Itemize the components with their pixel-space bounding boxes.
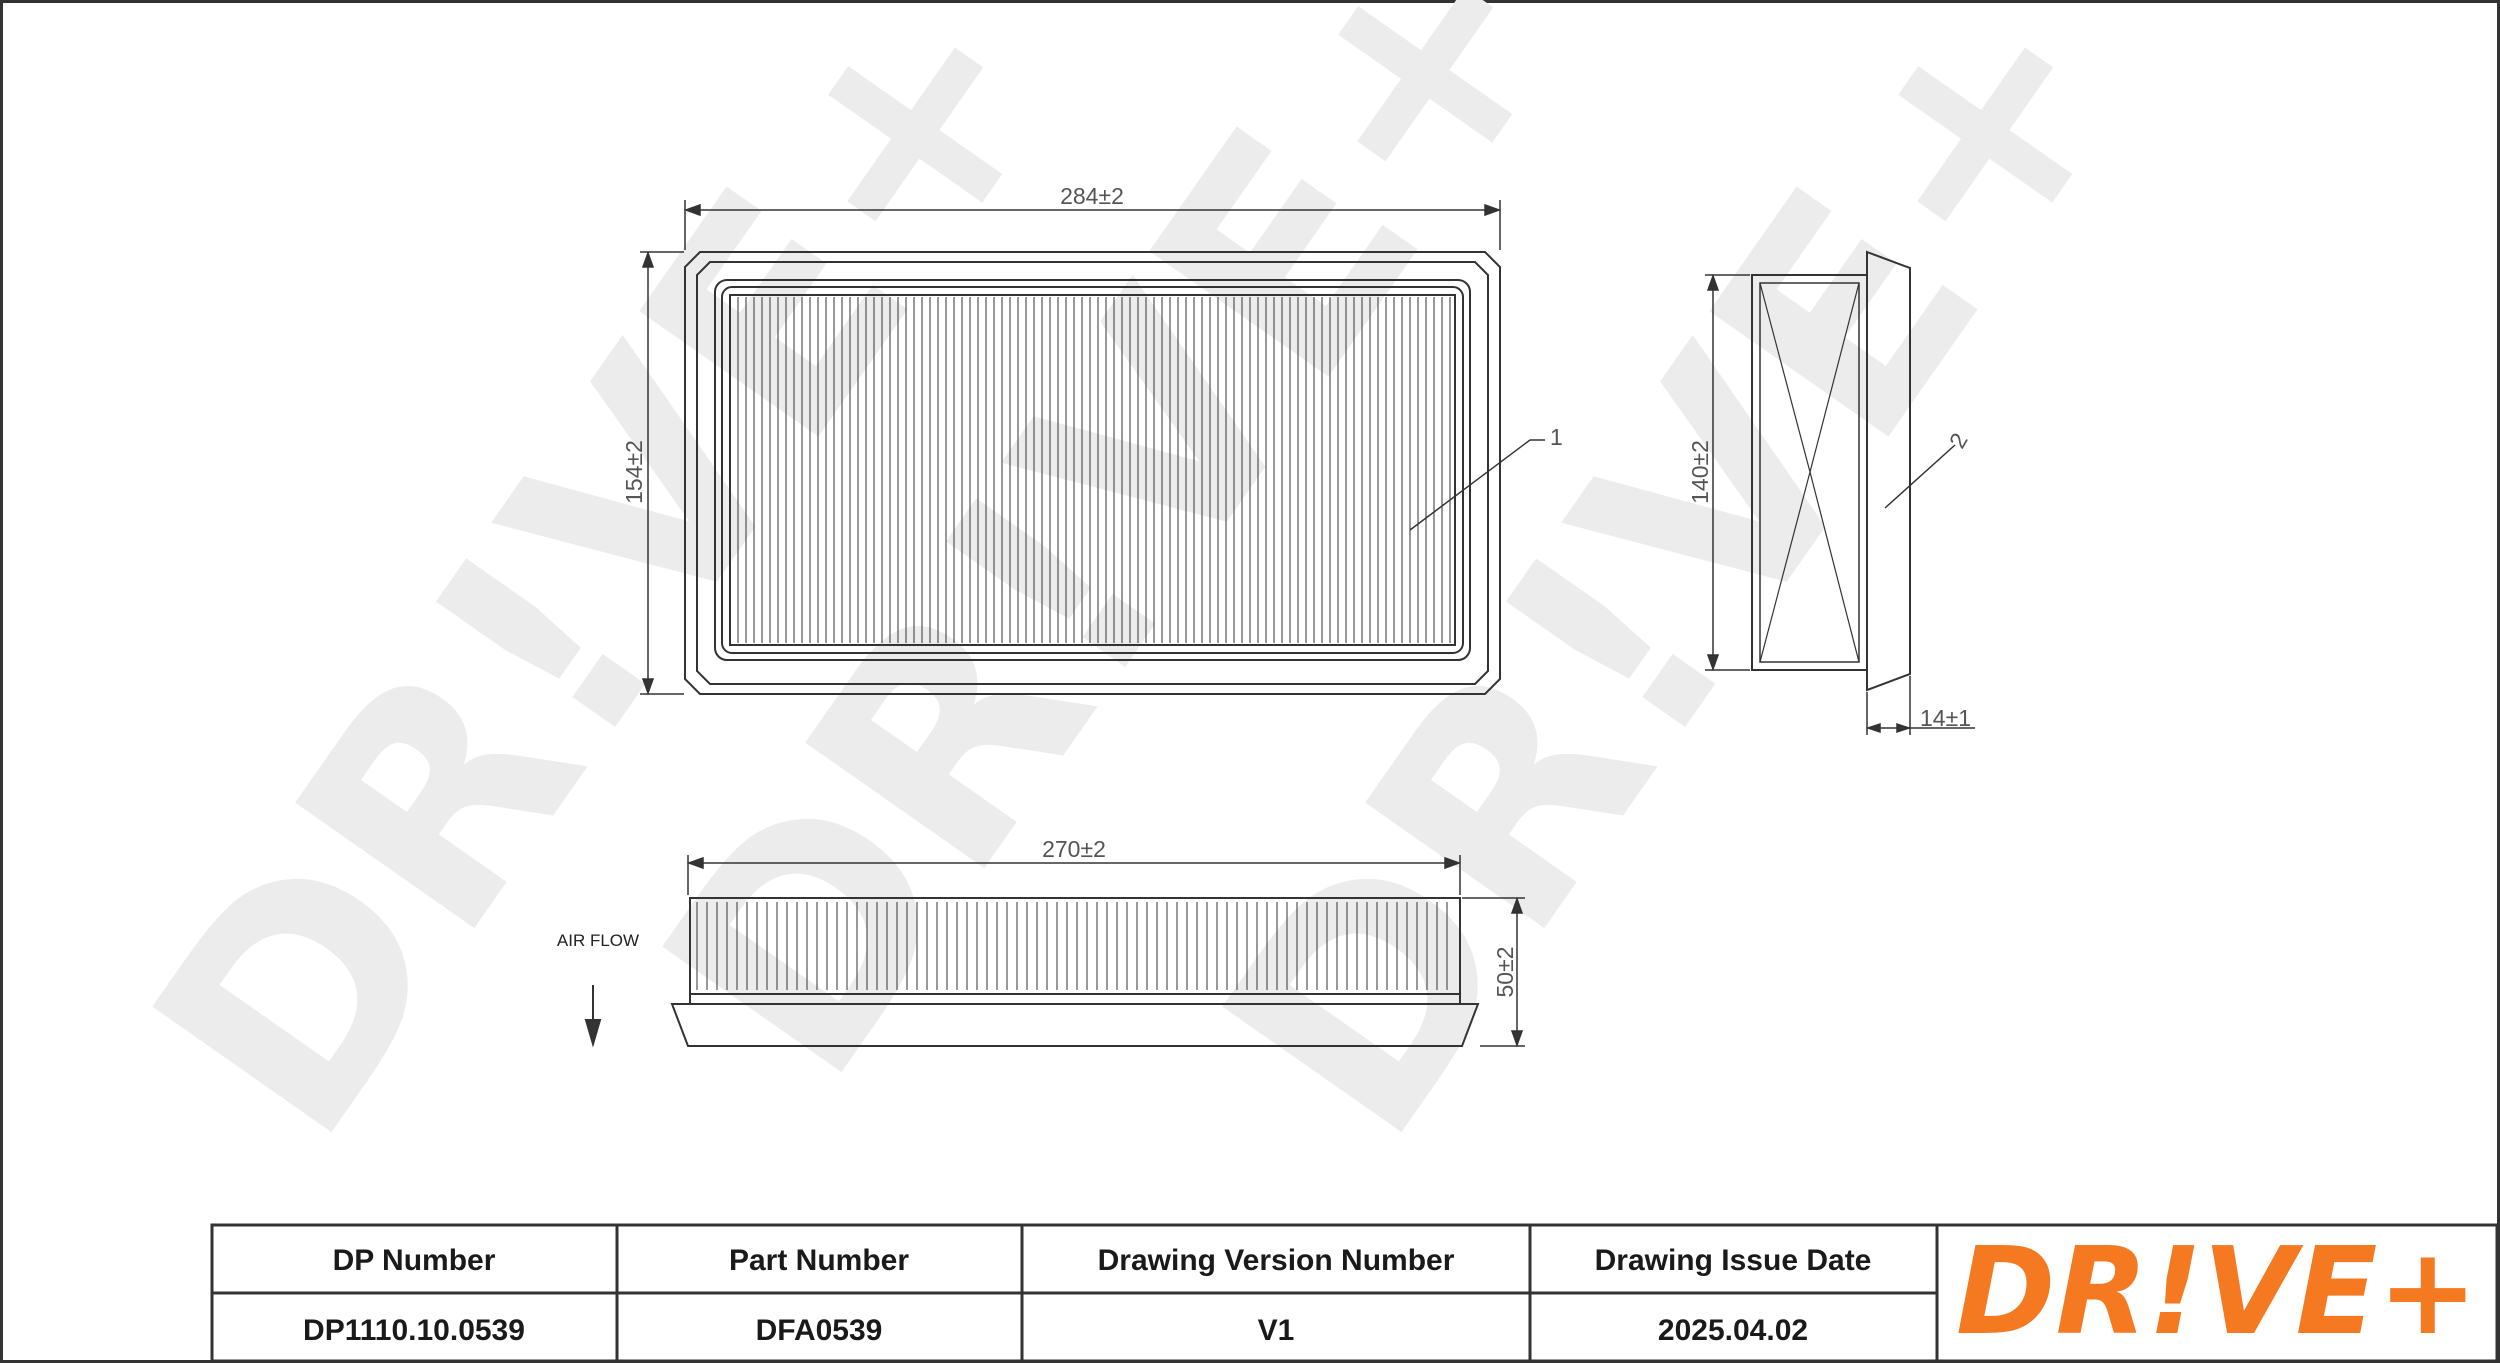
side-view-body	[1751, 274, 1868, 671]
air-flow-arrow-icon	[584, 985, 602, 1048]
dimension-front-width	[686, 855, 1462, 895]
dimension-top-height-label: 154±2	[621, 440, 647, 504]
value-dp-number: DP1110.10.0539	[303, 1314, 525, 1347]
dimension-front-height	[1462, 896, 1525, 1048]
dimension-front-width-label: 270±2	[1042, 836, 1106, 862]
side-view-body-inner	[1759, 282, 1860, 663]
top-view-frame-inner	[696, 261, 1489, 685]
top-view-seal	[714, 279, 1471, 661]
value-part-number: DFA0539	[756, 1314, 883, 1347]
callout-1-number: 1	[1550, 424, 1563, 450]
top-view-seal-inner	[721, 286, 1464, 654]
dimension-side-thickness-label: 14±1	[1920, 705, 1971, 731]
watermark-group: DR!VE+ DR!VE+ DR!VE+	[88, 0, 2193, 1195]
top-view-pleats	[737, 297, 1451, 643]
dimension-front-height-label: 50±2	[1492, 947, 1518, 998]
filter-side-view	[1751, 250, 1911, 692]
value-drawing-issue-date: 2025.04.02	[1658, 1314, 1808, 1347]
dimension-side-height-label: 140±2	[1687, 440, 1713, 504]
callout-2-leader	[1884, 444, 1956, 509]
header-part-number: Part Number	[729, 1244, 909, 1277]
filter-top-view	[684, 251, 1501, 695]
top-view-outer-frame	[684, 251, 1501, 695]
header-drawing-version-number: Drawing Version Number	[1098, 1244, 1455, 1277]
header-drawing-issue-date: Drawing Issue Date	[1595, 1244, 1872, 1277]
top-view-media-border	[729, 294, 1456, 646]
drive-plus-logo: DR!VE+	[1956, 1223, 2478, 1362]
callout-1-leader	[1409, 439, 1545, 531]
dimension-side-height	[1705, 273, 1750, 672]
filter-front-view	[670, 897, 1480, 1047]
front-view-pleats	[696, 902, 1448, 990]
dimension-side-thickness	[1865, 676, 1975, 735]
front-view-media-block	[689, 897, 1461, 995]
dimension-top-width-label: 284±2	[1060, 183, 1124, 209]
title-block: DP Number Part Number Drawing Version Nu…	[210, 1223, 2499, 1363]
value-drawing-version-number: V1	[1258, 1314, 1295, 1347]
dimension-top-width	[683, 200, 1502, 250]
dimension-top-height	[640, 250, 684, 696]
air-flow-label: AIR FLOW	[557, 931, 639, 950]
front-view-frame	[670, 1003, 1480, 1047]
header-dp-number: DP Number	[333, 1244, 496, 1277]
